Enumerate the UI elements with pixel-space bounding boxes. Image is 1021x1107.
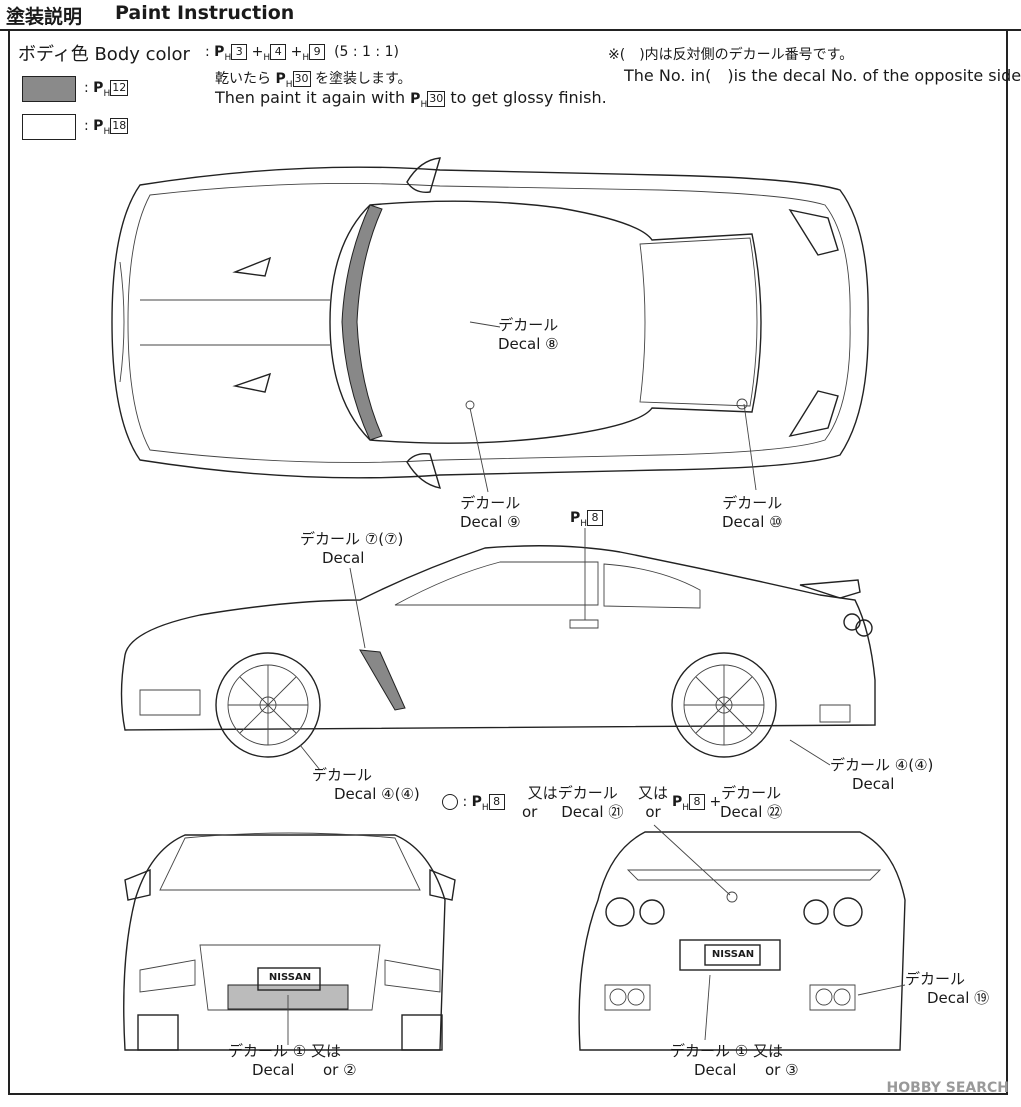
callout-decal-front-plate: デカール ① 又は Decal or ② [228, 1042, 357, 1079]
instruction-frame [8, 31, 1008, 1095]
opposite-note-jp: ※( )内は反対側のデカール番号です。 [608, 47, 854, 63]
emblem-or-b: 又は or [638, 784, 669, 821]
emblem-decal-b: デカール Decal ㉒ [720, 784, 783, 821]
front-view-drawing [123, 832, 456, 1051]
header-rule [0, 29, 1021, 31]
body-color-label: ボディ色 Body color [18, 44, 190, 65]
callout-decal-4-rear: デカール ④(④) Decal [830, 756, 934, 793]
body-color-note-en: Then paint it again with PH30 to get glo… [215, 88, 607, 110]
rear-plate-text: NISSAN [711, 949, 755, 960]
callout-decal-rear-plate: デカール ① 又は Decal or ③ [670, 1042, 799, 1079]
emblem-icon [442, 794, 458, 810]
callout-decal-10: デカール Decal ⑩ [722, 494, 783, 531]
side-view-drawing [120, 528, 876, 771]
watermark: HOBBY SEARCH [886, 1080, 1009, 1096]
swatch-dark-gray [22, 76, 76, 102]
swatch-white [22, 114, 76, 140]
callout-decal-9: デカール Decal ⑨ [460, 494, 521, 531]
emblem-or-a: 又はデカール or Decal ㉑ [522, 784, 624, 821]
callout-decal-8: デカール Decal ⑧ [498, 316, 559, 353]
callout-decal-19: デカール Decal ⑲ [905, 970, 990, 1007]
top-view-drawing [111, 157, 869, 493]
rear-view-drawing [578, 824, 906, 1051]
front-plate-text: NISSAN [268, 972, 312, 983]
page-title-en: Paint Instruction [115, 2, 295, 24]
opposite-note-en: The No. in( )is the decal No. of the opp… [624, 66, 1021, 85]
page-title-jp: 塗装説明 [6, 6, 83, 28]
callout-decal-7: デカール ⑦(⑦) Decal [300, 530, 404, 567]
callout-decal-4-front: デカール Decal ④(④) [312, 766, 420, 803]
